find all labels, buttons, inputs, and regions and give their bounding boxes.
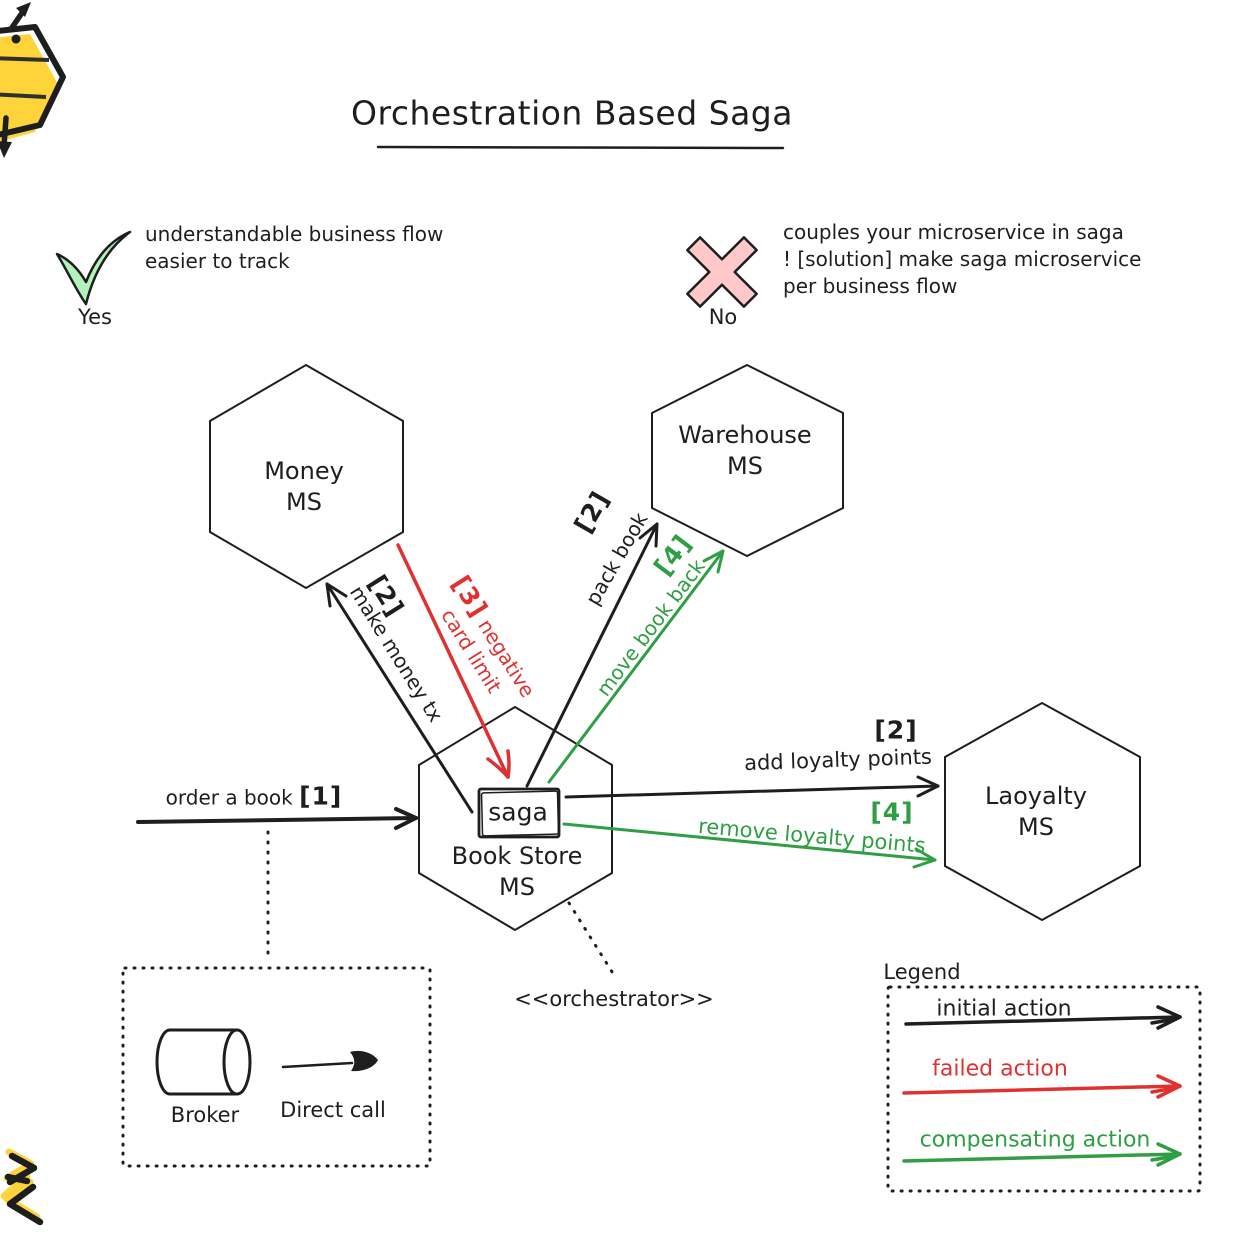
saga-box [477,787,561,839]
loyalty-ms-label: Laoyalty MS [985,781,1087,843]
bookstore-ms-suffix: MS [499,873,535,901]
legend-failed-arrow [902,1074,1182,1099]
money-ms-label: Money MS [264,456,344,518]
order-arrow [136,807,418,830]
bee-eye [11,34,21,44]
saga-box-sketch-stroke [480,790,560,837]
money-ms-suffix: MS [286,488,322,516]
order-arrow-label: order a book [1] [166,780,343,811]
pack-book-arrow [525,522,659,788]
order-label-text: order a book [165,785,293,810]
bee-body-outline [0,24,66,138]
money-ms-hexagon [209,363,404,590]
make-money-tx-arrow [325,582,474,814]
pro-note-line2: easier to track [145,249,290,273]
loyalty-ms-suffix: MS [1018,813,1054,841]
remove-loyalty-points-arrow [562,822,937,869]
pro-verdict-label: Yes [78,304,112,329]
negative-card-limit-arrow [396,543,511,779]
zigzag-icon [0,1148,44,1226]
icon-legend-box [121,966,432,1168]
legend-title: Legend [883,959,961,984]
bee-stinger [1,115,9,149]
broker-label: Broker [170,1102,240,1127]
con-note-line2: ! [solution] make saga microservice [783,247,1142,271]
legend-compensating-arrow [902,1142,1182,1167]
remove-loyalty-step-number: [4] [870,797,914,827]
bee-stripe [0,92,47,99]
page-title: Orchestration Based Saga [351,93,793,133]
add-loyalty-points-arrow [564,775,940,799]
warehouse-ms-label: Warehouse MS [678,420,811,482]
loyalty-ms-name: Laoyalty [985,782,1087,810]
saga-badge: saga [488,797,548,827]
order-step-number: [1] [299,781,343,811]
warehouse-ms-suffix: MS [727,452,763,480]
con-verdict-label: No [708,304,738,329]
money-ms-name: Money [264,457,344,485]
legend-initial-arrow [904,1005,1182,1030]
legend-item-initial: initial action [936,996,1072,1022]
legend-item-failed: failed action [932,1056,1068,1082]
legend-item-compensating: compensating action [919,1127,1151,1153]
bee-antenna-arrowhead [16,2,31,17]
broker-cylinder-icon [155,1028,252,1096]
title-underline [376,145,785,150]
pro-note: understandable business flow easier to t… [145,221,443,275]
check-icon [55,230,132,306]
cross-icon [686,236,758,308]
bookstore-ms-label: Book Store MS [452,841,583,903]
bee-stripe [0,56,50,62]
con-note-line1: couples your microservice in saga [783,220,1124,244]
warehouse-ms-name: Warehouse [678,421,812,449]
pro-note-line1: understandable business flow [145,222,444,246]
bee-stinger-arrowhead [0,141,12,158]
orchestrator-connector-dotted-line [567,901,616,977]
loyalty-ms-hexagon [944,701,1141,922]
add-loyalty-step-number: [2] [874,715,918,745]
move-book-back-arrow [547,549,725,784]
bookstore-ms-name: Book Store [451,842,583,870]
zigzag-black-stroke [4,1152,44,1226]
con-note-line3: per business flow [783,274,958,298]
warehouse-ms-hexagon [651,363,844,558]
direct-call-label: Direct call [280,1097,386,1122]
legend-box [886,985,1202,1193]
direct-call-dart-icon [281,1050,378,1072]
bee-logo-icon [0,2,66,158]
orchestrator-stereotype: <<orchestrator>> [514,986,714,1011]
con-note: couples your microservice in saga ! [sol… [783,219,1142,300]
